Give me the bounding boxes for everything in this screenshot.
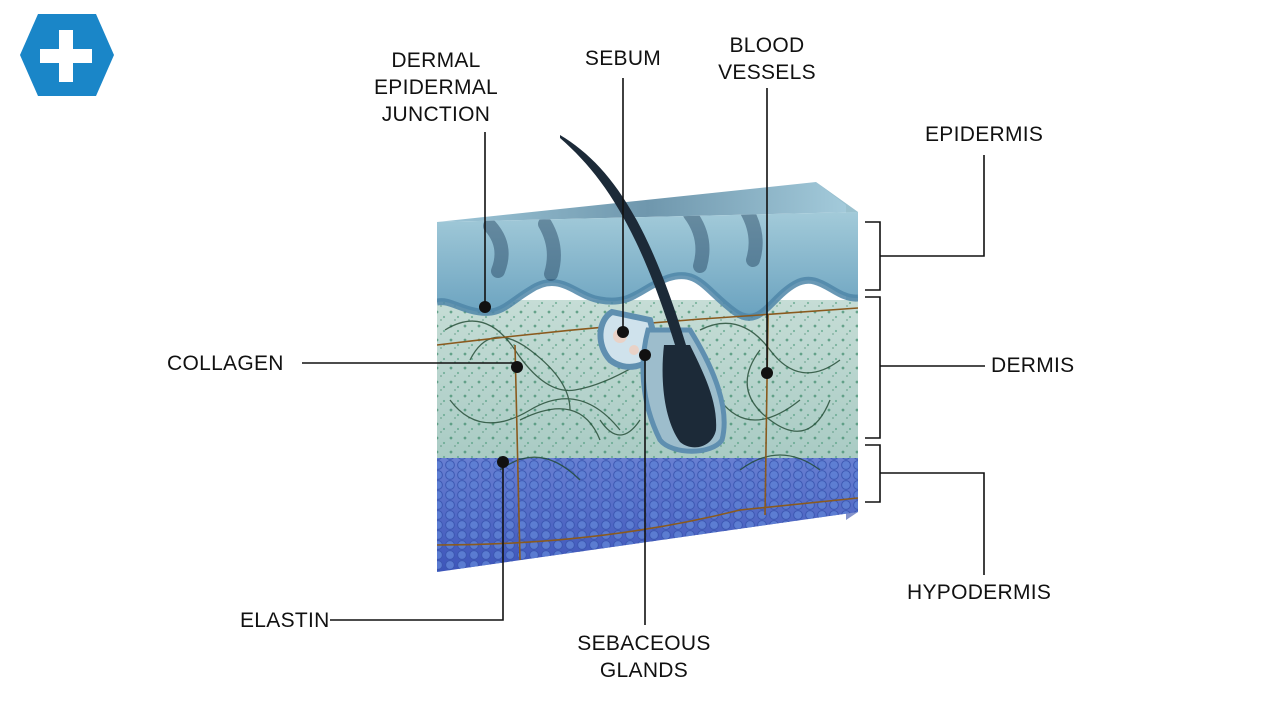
label-line: DERMAL: [391, 49, 481, 72]
label-collagen: COLLAGEN: [167, 352, 284, 375]
leader-dots: [479, 301, 773, 468]
blood-vessels-dot: [761, 367, 773, 379]
epidermis-leader: [880, 155, 985, 257]
collagen-fibers: [444, 320, 841, 481]
label-elastin: ELASTIN: [240, 609, 330, 632]
epidermis-bracket: [865, 221, 881, 291]
sebum-dot: [617, 326, 629, 338]
label-line: VESSELS: [718, 61, 816, 84]
label-blood-vessels: BLOOD VESSELS: [707, 32, 827, 86]
label-hypodermis: HYPODERMIS: [907, 581, 1052, 604]
label-sebaceous-glands: SEBACEOUS GLANDS: [554, 630, 734, 684]
skin-block: [437, 135, 858, 572]
dermis-bracket: [865, 296, 881, 439]
label-sebum: SEBUM: [584, 47, 662, 70]
skin-top-face: [437, 182, 858, 222]
label-line: EPIDERMAL: [373, 76, 499, 99]
dermal-epidermal-junction-line: [437, 272, 858, 321]
leader-lines: [302, 78, 985, 625]
medical-cross-icon: [20, 14, 114, 96]
hair-follicle: [640, 327, 727, 454]
label-line: JUNCTION: [381, 103, 491, 126]
collagen-dot: [511, 361, 523, 373]
elastin-leader: [330, 462, 504, 621]
sebaceous-glands-dot: [639, 349, 651, 361]
label-dermis: DERMIS: [991, 354, 1075, 377]
label-line: GLANDS: [599, 659, 689, 682]
hypodermis-leader: [880, 472, 985, 575]
layer-brackets: [865, 221, 881, 503]
label-epidermis: EPIDERMIS: [925, 123, 1044, 146]
label-line: BLOOD: [729, 34, 805, 57]
label-line: SEBACEOUS: [577, 632, 711, 655]
elastin-dot: [497, 456, 509, 468]
hypodermis-bracket: [865, 444, 881, 503]
label-dermal-epidermal-junction: DERMAL EPIDERMAL JUNCTION: [356, 47, 516, 128]
hair-shaft: [560, 135, 686, 348]
dermal-epidermal-junction-dot: [479, 301, 491, 313]
